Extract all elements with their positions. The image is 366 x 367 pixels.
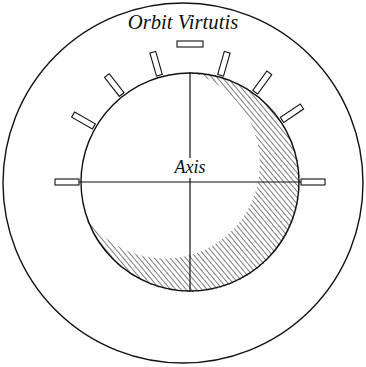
- orbit-label: Orbit Virtutis: [125, 11, 242, 34]
- plate: [105, 74, 125, 97]
- axis-label: Axis: [172, 158, 209, 178]
- circle-outline: [81, 73, 299, 291]
- circle-outline: [3, 3, 363, 363]
- vertical-axis-line: [189, 72, 190, 292]
- sphere-circle: Axis: [80, 72, 300, 292]
- plate: [150, 51, 162, 76]
- plate: [280, 104, 303, 122]
- plate: [72, 112, 96, 129]
- plate: [55, 179, 79, 185]
- plate: [301, 179, 325, 185]
- orbit-circle: Orbit VirtutisAxis: [2, 2, 364, 364]
- plate-group: [55, 41, 325, 185]
- plate: [253, 71, 272, 94]
- plate: [177, 41, 203, 47]
- plate: [218, 51, 230, 76]
- circle-outline: [80, 72, 300, 292]
- circle-outline: [2, 2, 364, 364]
